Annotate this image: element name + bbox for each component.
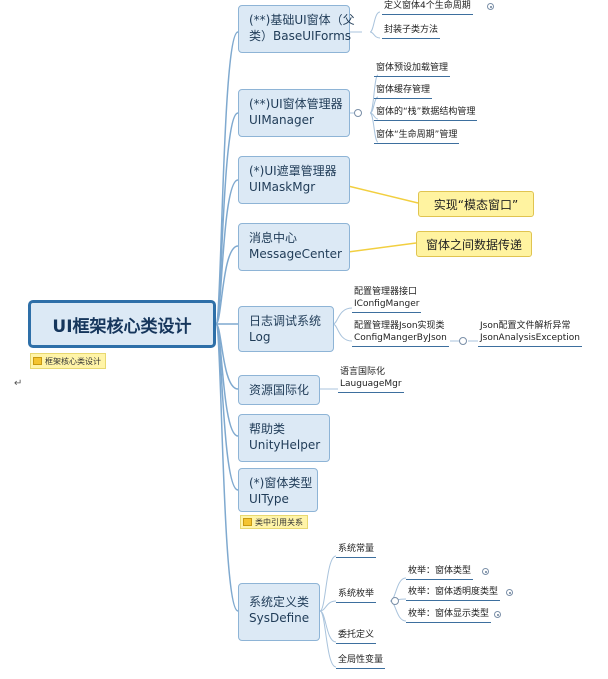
subtopic-label: 枚举：窗体显示类型 [408,609,490,619]
subtopic-line: LauguageMgr [340,379,402,389]
subtopic-iconfig[interactable]: 配置管理器接口 IConfigManger [352,286,422,313]
topic-line: (**)UI窗体管理器 [249,97,343,111]
topic-ui-type[interactable]: (*)窗体类型 UIType [238,468,318,512]
subtopic-label: 系统枚举 [338,589,375,599]
subtopic-line: IConfigManger [354,299,420,309]
paragraph-mark: ↵ [14,378,23,389]
root-topic[interactable]: UI框架核心类设计 [28,300,216,348]
subtopic-wrap-methods[interactable]: 封装子类方法 [382,25,441,39]
note-icon [243,518,252,526]
subtopic-lifecycle[interactable]: 定义窗体4个生命周期 [382,1,473,15]
topic-localization[interactable]: 资源国际化 [238,375,320,405]
subtopic-enum-form-type[interactable]: 枚举：窗体类型 [406,566,474,580]
topic-line: UIManager [249,113,314,127]
callout-text: 实现“模态窗口” [433,197,519,212]
topic-line: 类）BaseUIForms [249,29,352,43]
subtopic-line: 配置管理器接口 [354,287,418,297]
subtopic-label: 窗体预设加载管理 [376,63,449,73]
topic-line: (*)窗体类型 [249,476,313,490]
topic-line: (**)基础UI窗体（父 [249,13,355,27]
topic-ui-mask-mgr[interactable]: (*)UI遮罩管理器 UIMaskMgr [238,156,350,204]
topic-line: MessageCenter [249,247,342,261]
topic-base-ui-forms[interactable]: (**)基础UI窗体（父 类）BaseUIForms [238,5,355,53]
subtopic-constants[interactable]: 系统常量 [336,544,377,558]
subtopic-label: 系统常量 [338,544,375,554]
subtopic-line: 配置管理器Json实现类 [354,321,445,331]
subtopic-global-vars[interactable]: 全局性变量 [336,655,386,669]
topic-line: (*)UI遮罩管理器 [249,164,337,178]
subtopic-label: 封装子类方法 [384,25,439,35]
topic-line: 系统定义类 [249,595,310,609]
topic-message-center[interactable]: 消息中心 MessageCenter [238,223,350,271]
expand-icon[interactable] [494,611,501,618]
subtopic-label: 窗体“生命周期”管理 [376,130,458,140]
subtopic-line: Json配置文件解析异常 [480,321,571,331]
expand-icon[interactable] [506,589,513,596]
callout-text: 窗体之间数据传递 [425,237,522,252]
subtopic-label: 枚举：窗体透明度类型 [408,587,499,597]
subtopic-enums[interactable]: 系统枚举 [336,589,377,603]
topic-line: Log [249,330,271,344]
topic-line: 帮助类 [249,422,286,436]
subtopic-enum-transparency[interactable]: 枚举：窗体透明度类型 [406,587,501,601]
topic-unity-helper[interactable]: 帮助类 UnityHelper [238,414,330,462]
subtopic-json-exception[interactable]: Json配置文件解析异常 JsonAnalysisException [478,320,582,347]
note-icon [33,357,42,365]
topic-line: 消息中心 [249,231,298,245]
topic-line: SysDefine [249,611,310,625]
subtopic-language-mgr[interactable]: 语言国际化 LauguageMgr [338,366,404,393]
expand-icon[interactable] [487,3,494,10]
topic-line: 日志调试系统 [249,314,322,328]
root-note-text: 框架核心类设计 [45,356,101,366]
subtopic-label: 枚举：窗体类型 [408,566,472,576]
ui-type-note[interactable]: 类中引用关系 [240,515,308,529]
callout-data-transfer[interactable]: 窗体之间数据传递 [416,231,532,257]
topic-sys-define[interactable]: 系统定义类 SysDefine [238,583,320,641]
subtopic-enum-display-type[interactable]: 枚举：窗体显示类型 [406,609,492,623]
subtopic-config-json[interactable]: 配置管理器Json实现类 ConfigMangerByJson [352,320,449,347]
subtopic-stack[interactable]: 窗体的“栈”数据结构管理 [374,107,478,121]
topic-line: 资源国际化 [249,383,310,397]
subtopic-label: 全局性变量 [338,655,384,665]
subtopic-line: ConfigMangerByJson [354,333,447,343]
topic-ui-manager[interactable]: (**)UI窗体管理器 UIManager [238,89,350,137]
topic-log[interactable]: 日志调试系统 Log [238,306,334,352]
topic-line: UnityHelper [249,438,321,452]
subtopic-label: 定义窗体4个生命周期 [384,1,471,11]
expand-icon[interactable] [482,568,489,575]
subtopic-lifecycle-mgmt[interactable]: 窗体“生命周期”管理 [374,130,460,144]
subtopic-label: 委托定义 [338,630,375,640]
root-title: UI框架核心类设计 [52,316,192,337]
ui-type-note-text: 类中引用关系 [255,517,303,527]
root-note[interactable]: 框架核心类设计 [30,353,106,369]
subtopic-line: 语言国际化 [340,367,386,377]
subtopic-line: JsonAnalysisException [480,333,580,343]
subtopic-cache[interactable]: 窗体缓存管理 [374,85,433,99]
subtopic-delegates[interactable]: 委托定义 [336,630,377,644]
callout-modal-window[interactable]: 实现“模态窗口” [418,191,534,217]
topic-line: UIType [249,492,289,506]
subtopic-prefab-loading[interactable]: 窗体预设加载管理 [374,63,451,77]
subtopic-label: 窗体缓存管理 [376,85,431,95]
topic-line: UIMaskMgr [249,180,316,194]
subtopic-label: 窗体的“栈”数据结构管理 [376,107,476,117]
